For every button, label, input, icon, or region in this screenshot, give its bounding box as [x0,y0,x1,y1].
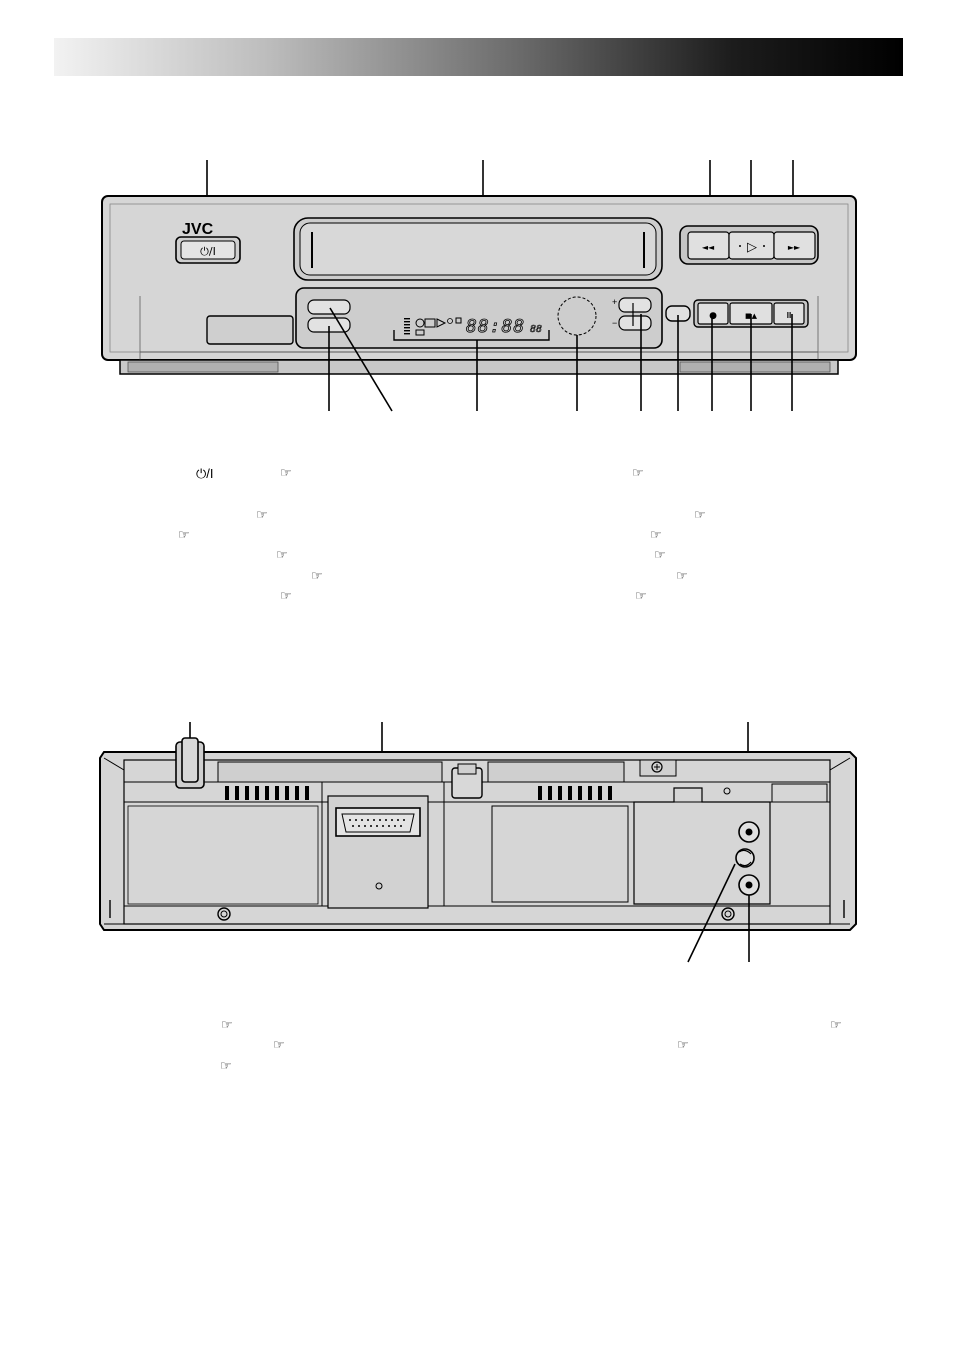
pointing-hand-icon: ☞ [632,465,644,480]
pointing-hand-icon: ☞ [256,507,268,522]
pointing-hand-icon: ☞ [276,547,288,562]
channel-up-button[interactable] [618,297,652,313]
brand-logo: JVC [182,221,214,238]
front-display: 88:88 88 [393,316,550,341]
rear-vent-left [225,786,309,800]
front-panel-figure: JVC ⏻/I ◄◄ ▷ ►► 88:88 8 [101,160,857,412]
display-panel-frame [295,287,663,349]
pointing-hand-icon: ☞ [220,1058,232,1073]
fast-forward-button[interactable]: ►► [773,231,816,260]
pointing-hand-icon: ☞ [650,527,662,542]
pointing-hand-icon: ☞ [221,1017,233,1032]
fast-forward-label: ►► [788,243,801,252]
pointing-hand-icon: ☞ [273,1037,285,1052]
power-button-label: ⏻/I [200,245,216,258]
rear-vent-right [538,786,612,800]
pointing-hand-icon: ☞ [280,465,292,480]
menu-button[interactable] [307,299,351,315]
pointing-hand-icon: ☞ [676,568,688,583]
rear-panel-figure [99,722,857,963]
antenna-in-connector [738,821,760,843]
rewind-label: ◄◄ [702,243,715,252]
pointing-hand-icon: ☞ [280,588,292,603]
front-callout-lines-bottom [328,307,793,412]
record-button[interactable]: ● [697,302,729,325]
pause-button[interactable]: II [773,302,805,325]
pointing-hand-icon: ☞ [830,1017,842,1032]
pause-label: II [787,311,791,320]
screw [639,759,677,777]
play-button[interactable]: ▷ [728,231,775,260]
channel-buttons[interactable]: + − [612,297,652,331]
record-label: ● [709,311,717,321]
channel-adjust-screw[interactable] [735,848,755,868]
power-button[interactable]: ⏻/I [175,236,241,264]
pointing-hand-icon: ☞ [694,507,706,522]
cable-clip [451,763,483,799]
scart-connector [327,795,429,909]
pointing-hand-icon: ☞ [178,527,190,542]
rear-callout-lines-bottom [687,863,750,963]
pointing-hand-icon: ☞ [654,547,666,562]
display-time: 88:88 [466,316,525,337]
cassette-loading-slot[interactable] [293,217,663,281]
channel-minus: − [612,318,617,328]
channel-plus: + [612,297,617,307]
rf-out-connector [738,874,760,896]
channel-down-button[interactable] [618,315,652,331]
ref-power-symbol: ⏻/I [196,466,214,481]
power-cord [175,737,205,789]
pointing-hand-icon: ☞ [311,568,323,583]
display-small-digits: 88 [530,324,542,335]
header-bar [54,38,903,76]
play-label: ▷ [747,240,757,255]
rewind-button[interactable]: ◄◄ [687,231,730,260]
pointing-hand-icon: ☞ [677,1037,689,1052]
front-recess [206,315,294,345]
pointing-hand-icon: ☞ [635,588,647,603]
remote-sensor [557,296,597,336]
